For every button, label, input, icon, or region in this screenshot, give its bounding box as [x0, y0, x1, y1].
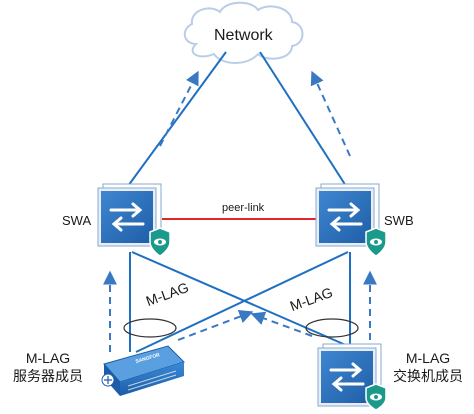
link-swb-server: [135, 251, 349, 353]
mlag-left-ellipse: [123, 318, 177, 338]
switch-member-line1: M-LAG: [405, 350, 451, 366]
switch-member-line2: 交换机成员: [393, 367, 463, 384]
link-swb-network: [259, 51, 347, 187]
shield-eye-icon: [149, 227, 171, 257]
server-member-label: M-LAG 服务器成员: [8, 350, 88, 385]
switch-arrows-icon: [329, 362, 365, 392]
mlag-right-ellipse: [305, 318, 359, 338]
swa-label: SWA: [62, 213, 92, 228]
switch-swa: [97, 183, 171, 257]
swb-label: SWB: [384, 213, 414, 228]
server-icon: SANGFOR: [101, 345, 185, 396]
link-swa-switch: [131, 251, 349, 347]
shield-eye-icon: [365, 227, 387, 257]
flow-arrow-left-up: [159, 70, 199, 147]
flow-arrow-right-up: [310, 70, 351, 157]
switch-member-label: M-LAG 交换机成员: [388, 350, 468, 385]
switch-arrows-icon: [109, 202, 145, 232]
server-member-line1: M-LAG: [25, 350, 71, 366]
flow-arrow-switch-to-server: [250, 311, 313, 337]
server-member-line2: 服务器成员: [13, 367, 83, 384]
switch-member: [317, 343, 387, 411]
cloud-icon: [183, 1, 304, 64]
network-label: Network: [214, 27, 273, 44]
peer-link-label: peer-link: [222, 202, 265, 214]
link-swa-network: [127, 51, 227, 187]
switch-arrows-icon: [327, 202, 363, 232]
shield-eye-icon: [365, 383, 387, 411]
switch-swb: [315, 183, 387, 257]
flow-arrow-server-to-switch: [177, 309, 254, 341]
